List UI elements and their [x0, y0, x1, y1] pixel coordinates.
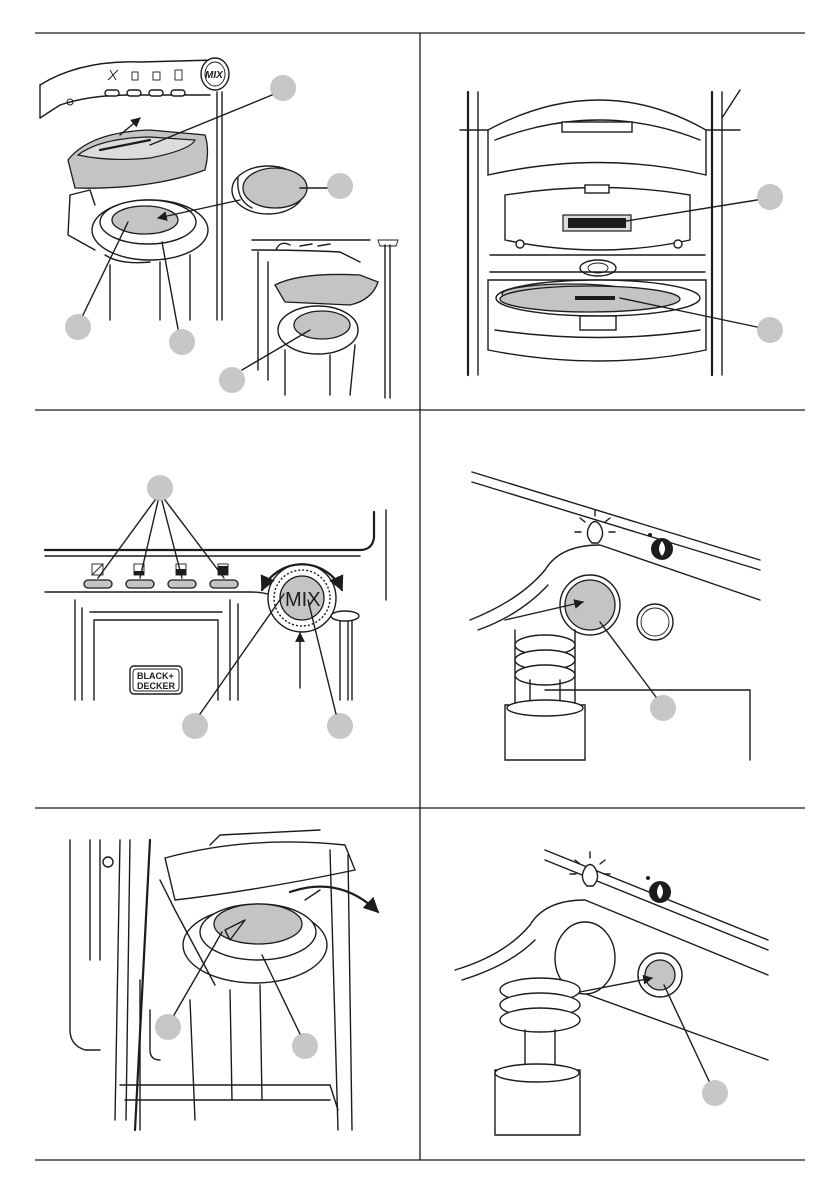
medium-cup-icon [153, 72, 160, 80]
callout-5a [155, 1014, 181, 1040]
small-cup-icon [132, 72, 138, 80]
brand-line-1: BLACK+ [137, 671, 174, 681]
pod-holder [68, 190, 208, 320]
mix-knob-label: MIX [285, 589, 321, 611]
panel-1-lid-removal: MIX [40, 58, 398, 398]
tool-off-icon [108, 70, 118, 80]
callout-2a [757, 184, 783, 210]
panel-6-descale-button [455, 850, 768, 1135]
callout-2b [757, 317, 783, 343]
light-bulb-icon [570, 852, 610, 886]
panel-3-button-row [84, 564, 238, 588]
callout-1d [169, 329, 195, 355]
button-off [84, 580, 112, 588]
button-medium-cup [168, 580, 196, 588]
callout-5b [292, 1033, 318, 1059]
callout-4a [650, 695, 676, 721]
panel-3-control-panel: MIX BLACK+ DECKER [45, 475, 386, 739]
callout-3b [182, 713, 208, 739]
panel-1-inset [252, 240, 398, 398]
button-small-cup [126, 580, 154, 588]
callout-1e [219, 367, 245, 393]
panel-1-button-row [67, 70, 185, 105]
callout-3c [327, 713, 353, 739]
callout-3a [147, 475, 173, 501]
callout-1a [270, 75, 296, 101]
panel-5-pod-holder-open [70, 830, 378, 1130]
callout-1c [65, 314, 91, 340]
brew-unit-lid [68, 118, 208, 188]
callout-6a [702, 1080, 728, 1106]
water-drop-icon [646, 876, 671, 903]
large-cup-icon [175, 70, 182, 80]
descale-button [645, 960, 675, 990]
callout-1b [327, 173, 353, 199]
panel-2-brew-chamber [460, 90, 783, 375]
button-large-cup [210, 580, 238, 588]
panel-1-mix-knob: MIX [201, 58, 229, 90]
brand-logo: BLACK+ DECKER [130, 666, 182, 694]
mix-knob-label: MIX [205, 70, 224, 81]
brand-line-2: DECKER [137, 681, 176, 691]
panel-3-mix-knob: MIX [262, 564, 342, 688]
panel-4-light-button [470, 472, 760, 760]
